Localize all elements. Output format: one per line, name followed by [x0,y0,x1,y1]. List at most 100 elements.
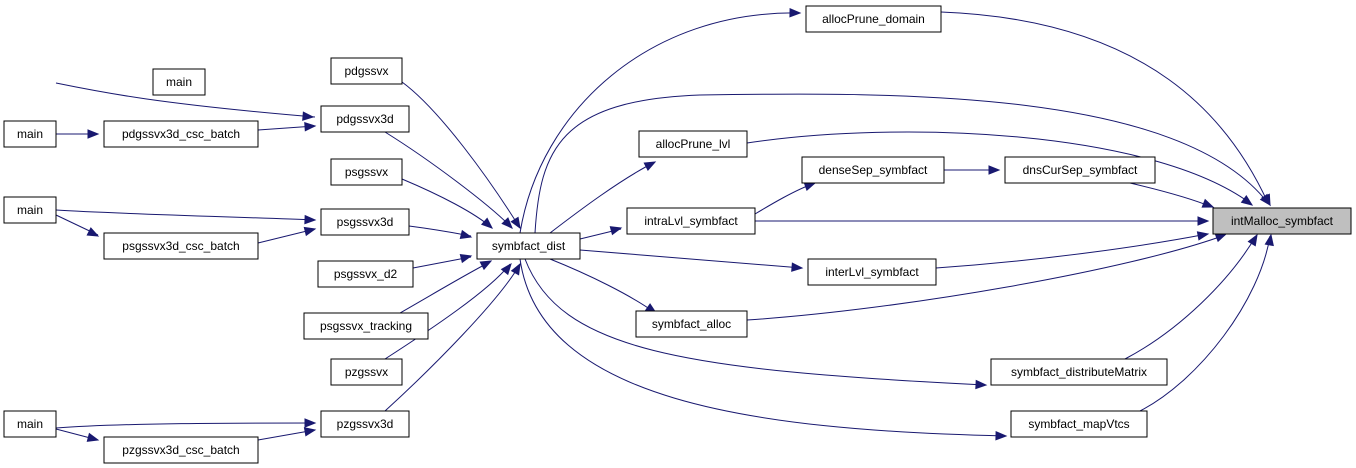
edge-line [519,258,1006,437]
edge-symbfact_dist-to-allocPrune_lvl [549,161,657,234]
edge-dnsCurSep_symbfact-to-intMalloc_symbfact [1129,182,1215,208]
node-symbfact-mapvtcs[interactable]: symbfact_mapVtcs [1010,410,1148,438]
edge-line [1139,235,1271,412]
node-psgssvx3d-csc-batch[interactable]: psgssvx3d_csc_batch [103,232,259,260]
edge-psgssvx_tracking-to-symbfact_dist [399,260,493,314]
edge-line [384,263,521,412]
arrowhead-icon [303,226,317,237]
node-label: main [166,75,192,89]
node-label: denseSep_symbfact [819,163,928,177]
edge-line [534,93,1269,234]
node-pdgssvx3d[interactable]: pdgssvx3d [320,105,410,133]
node-label: pzgssvx3d_csc_batch [122,443,239,457]
node-label: main [17,127,43,141]
arrowhead-icon [87,129,100,139]
edge-pdgssvx3d_csc_batch-to-pdgssvx3d [257,122,317,132]
node-main-b[interactable]: main [3,120,57,148]
node-box [635,310,748,338]
node-psgssvx[interactable]: psgssvx [330,158,403,186]
arrowhead-icon [609,226,623,236]
node-box [801,156,945,184]
node-box [638,130,748,158]
node-box [3,120,57,148]
edge-line [519,12,801,234]
node-symbfact-alloc[interactable]: symbfact_alloc [635,310,748,338]
edge-symbfact_dist-to-symbfact_mapVtcs [519,258,1008,441]
edge-psgssvx-to-symbfact_dist [401,178,494,229]
node-allocprune-domain[interactable]: allocPrune_domain [805,5,942,33]
node-box [103,232,259,260]
edge-line [549,258,655,313]
node-box [1004,156,1156,184]
edge-pdgssvx-to-symbfact_dist [401,81,521,230]
node-box [1212,207,1352,235]
arrowhead-icon [1247,233,1258,247]
node-pzgssvx3d-csc-batch[interactable]: pzgssvx3d_csc_batch [103,436,259,464]
arrowhead-icon [500,262,512,276]
node-allocprune-lvl[interactable]: allocPrune_lvl [638,130,748,158]
node-label: main [17,417,43,431]
node-pdgssvx[interactable]: pdgssvx [330,57,403,85]
node-psgssvx-tracking[interactable]: psgssvx_tracking [303,312,429,340]
arrowhead-icon [510,216,521,230]
arrowhead-icon [501,217,513,229]
node-box [103,120,259,148]
node-psgssvx-d2[interactable]: psgssvx_d2 [317,260,414,288]
node-box [626,207,756,235]
node-symbfact-distributematrix[interactable]: symbfact_distributeMatrix [990,358,1168,386]
edge-symbfact_dist-to-symbfact_alloc [549,258,658,314]
edge-line [1124,235,1257,360]
call-graph-edges [55,8,1274,442]
arrowhead-icon [304,122,317,132]
node-box [476,232,581,260]
node-label: main [17,203,43,217]
node-main-a[interactable]: main [152,68,206,96]
edge-main_b-to-pdgssvx3d_csc_batch [56,129,100,139]
node-main-c[interactable]: main [3,196,57,224]
node-label: dnsCurSep_symbfact [1023,163,1138,177]
node-dnscursep-symbfact[interactable]: dnsCurSep_symbfact [1004,156,1156,184]
edge-symbfact_dist-to-intraLvl_symbfact [579,226,623,240]
node-label: psgssvx [345,165,388,179]
arrowhead-icon [1240,194,1254,206]
node-box [103,436,259,464]
edge-pzgssvx-to-symbfact_dist [384,262,512,360]
node-main-d[interactable]: main [3,410,57,438]
arrowhead-icon [302,111,315,121]
node-intmalloc-symbfact: intMalloc_symbfact [1212,207,1352,235]
node-label: intraLvl_symbfact [644,214,738,228]
edge-main_d-to-pzgssvx3d [55,418,317,429]
node-intralvl-symbfact[interactable]: intraLvl_symbfact [626,207,756,235]
node-box [1010,410,1148,438]
edge-line [746,234,1226,321]
arrowhead-icon [1196,231,1210,241]
edge-line [524,258,986,386]
edge-main_d-to-pzgssvx3d_csc_batch [55,428,100,442]
edge-intraLvl_symbfact-to-denseSep_symbfact [754,181,817,215]
arrowhead-icon [975,379,988,390]
node-pzgssvx3d[interactable]: pzgssvx3d [320,410,410,438]
edge-symbfact_mapVtcs-to-intMalloc_symbfact [1139,233,1274,412]
node-label: psgssvx3d_csc_batch [122,239,239,253]
node-label: pdgssvx3d_csc_batch [122,127,240,141]
edge-pzgssvx3d-to-symbfact_dist [384,262,521,412]
arrowhead-icon [303,427,317,437]
node-label: interLvl_symbfact [825,265,919,279]
node-interlvl-symbfact[interactable]: interLvl_symbfact [807,258,937,286]
arrowhead-icon [1261,193,1271,207]
node-symbfact-dist[interactable]: symbfact_dist [476,232,581,260]
node-label: symbfact_mapVtcs [1028,417,1129,431]
arrowhead-icon [1264,233,1274,247]
node-box [330,158,403,186]
node-psgssvx3d[interactable]: psgssvx3d [320,208,410,236]
node-pdgssvx3d-csc-batch[interactable]: pdgssvx3d_csc_batch [103,120,259,148]
node-label: pdgssvx3d [336,112,393,126]
node-densesep-symbfact[interactable]: denseSep_symbfact [801,156,945,184]
node-label: pdgssvx [344,64,388,78]
node-label: psgssvx_tracking [320,319,412,333]
arrowhead-icon [1201,198,1215,208]
edge-line [1129,182,1213,208]
arrowhead-icon [510,262,521,276]
arrowhead-icon [1197,216,1210,226]
node-pzgssvx[interactable]: pzgssvx [330,358,403,386]
